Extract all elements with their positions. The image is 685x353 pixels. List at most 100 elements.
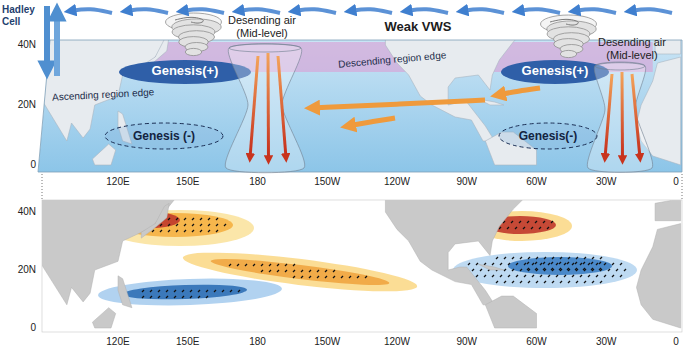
significance-dot	[535, 268, 537, 270]
longitude-label: 150E	[176, 336, 199, 348]
significance-dot	[216, 230, 218, 232]
significance-dot	[520, 281, 522, 283]
significance-dot	[596, 263, 598, 265]
significance-dot	[511, 221, 513, 223]
significance-dot	[544, 269, 546, 271]
significance-dot	[333, 276, 335, 278]
significance-dot	[277, 270, 279, 272]
cyclone-spiral	[175, 17, 203, 23]
significance-dot	[285, 270, 287, 272]
guide-line	[682, 174, 683, 199]
significance-dot	[222, 290, 224, 292]
longitude-label: 180	[249, 336, 266, 348]
significance-dot	[551, 262, 553, 264]
significance-dot	[317, 270, 319, 272]
upper-flow-arrow	[574, 9, 616, 13]
significance-dot	[520, 269, 522, 271]
sinking-arrow	[605, 74, 612, 158]
significance-dot	[168, 230, 170, 232]
significance-dot	[532, 263, 534, 265]
significance-dot	[591, 262, 593, 264]
significance-dot	[229, 264, 231, 266]
cyclone-ring	[185, 48, 201, 55]
significance-dot	[168, 224, 170, 226]
significance-dot	[184, 224, 186, 226]
sinking-arrow	[632, 74, 640, 158]
flow-arrow	[312, 100, 485, 108]
funnel-rim	[229, 44, 301, 52]
significance-dot	[504, 281, 506, 283]
significance-dot	[516, 275, 518, 277]
significance-dot	[198, 296, 200, 298]
significance-dot	[325, 276, 327, 278]
significance-dot	[560, 257, 562, 259]
longitude-label: 60W	[526, 176, 547, 188]
significance-dot	[508, 263, 510, 265]
significance-dot	[224, 224, 226, 226]
upper-flow-arrow	[630, 9, 672, 13]
upper-flow-arrow	[70, 9, 112, 13]
significance-dot	[142, 296, 144, 298]
latitude-label: 40N	[18, 39, 36, 51]
significance-dot	[544, 257, 546, 259]
significance-dot	[592, 257, 594, 259]
panel-border	[38, 40, 682, 172]
longitude-label: 150W	[314, 176, 340, 188]
longitude-label: 120W	[384, 176, 410, 188]
zone-outline	[105, 123, 223, 149]
upper-flow-arrow	[182, 9, 224, 13]
flow-arrow	[498, 88, 540, 95]
significance-dot	[245, 264, 247, 266]
significance-dot	[576, 269, 578, 271]
significance-dot	[604, 275, 606, 277]
significance-dot	[208, 230, 210, 232]
significance-dot	[507, 227, 509, 229]
significance-dot	[349, 276, 351, 278]
significance-dot	[560, 281, 562, 283]
significance-dot	[508, 275, 510, 277]
significance-dot	[512, 257, 514, 259]
significance-dot	[612, 263, 614, 265]
sinking-arrow	[621, 72, 625, 160]
significance-dot	[160, 230, 162, 232]
significance-dot	[261, 264, 263, 266]
longitude-label: 120E	[106, 336, 129, 348]
significance-dot	[325, 270, 327, 272]
anomaly-shading	[508, 257, 612, 275]
significance-dot	[476, 263, 478, 265]
significance-dot	[520, 257, 522, 259]
significance-dot	[166, 290, 168, 292]
anomaly-shading	[98, 276, 283, 308]
significance-dot	[580, 275, 582, 277]
significance-dot	[301, 270, 303, 272]
significance-dot	[576, 281, 578, 283]
upper-flow-arrow	[294, 9, 336, 13]
sinking-arrow	[278, 56, 286, 158]
significance-dot	[214, 290, 216, 292]
cyclone-icon	[541, 15, 597, 58]
significance-dot	[552, 281, 554, 283]
significance-dot	[293, 270, 295, 272]
significance-dot	[572, 275, 574, 277]
significance-dot	[536, 281, 538, 283]
significance-dot	[309, 270, 311, 272]
significance-dot	[592, 269, 594, 271]
hadley-down	[44, 6, 50, 70]
genesis-plus-region	[501, 60, 609, 84]
cell-label: Hadley Cell	[2, 4, 42, 27]
upper-flow-arrow	[350, 9, 392, 13]
significance-dot	[536, 257, 538, 259]
significance-dot	[548, 263, 550, 265]
longitude-label: 0	[673, 176, 679, 188]
significance-dot	[539, 227, 541, 229]
significance-dot	[591, 268, 593, 270]
significance-dot	[584, 281, 586, 283]
significance-dot	[176, 224, 178, 226]
significance-dot	[583, 268, 585, 270]
upper-flow-arrow	[518, 9, 560, 13]
significance-dot	[293, 276, 295, 278]
significance-dot	[616, 269, 618, 271]
significance-dot	[528, 269, 530, 271]
significance-dot	[512, 281, 514, 283]
